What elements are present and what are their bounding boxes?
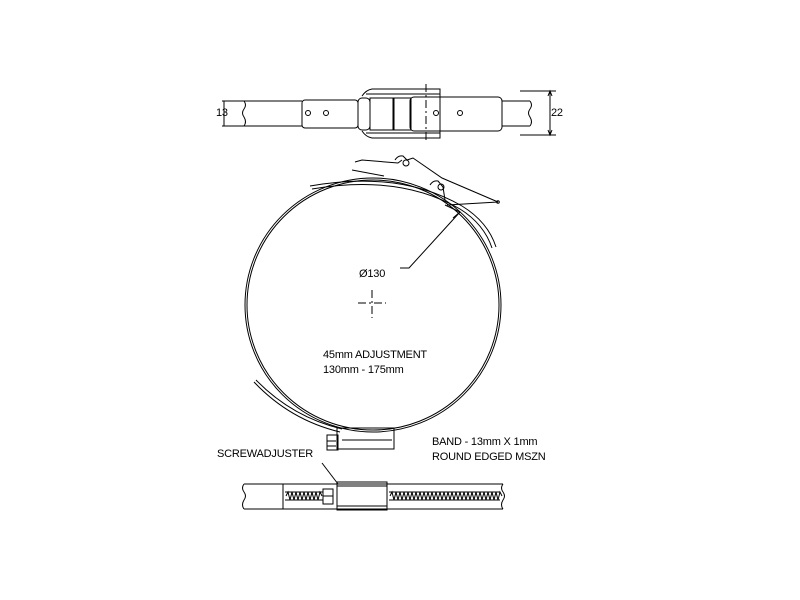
screw-adjuster-label: SCREWADJUSTER	[217, 448, 313, 460]
clamp-body	[244, 155, 502, 451]
band-spec-line2: ROUND EDGED MSZN	[432, 451, 546, 463]
top-view-latch	[222, 84, 556, 142]
band-spec-line1: BAND - 13mm X 1mm	[432, 436, 538, 448]
adjustment-label: 45mm ADJUSTMENT	[323, 349, 427, 361]
diameter-label: Ø130	[359, 268, 386, 280]
bottom-view-screw-band	[242, 462, 505, 511]
adjustment-range-label: 130mm - 175mm	[323, 364, 404, 376]
band-width-dimension: 13	[216, 107, 228, 119]
latch-width-dimension: 22	[551, 107, 563, 119]
